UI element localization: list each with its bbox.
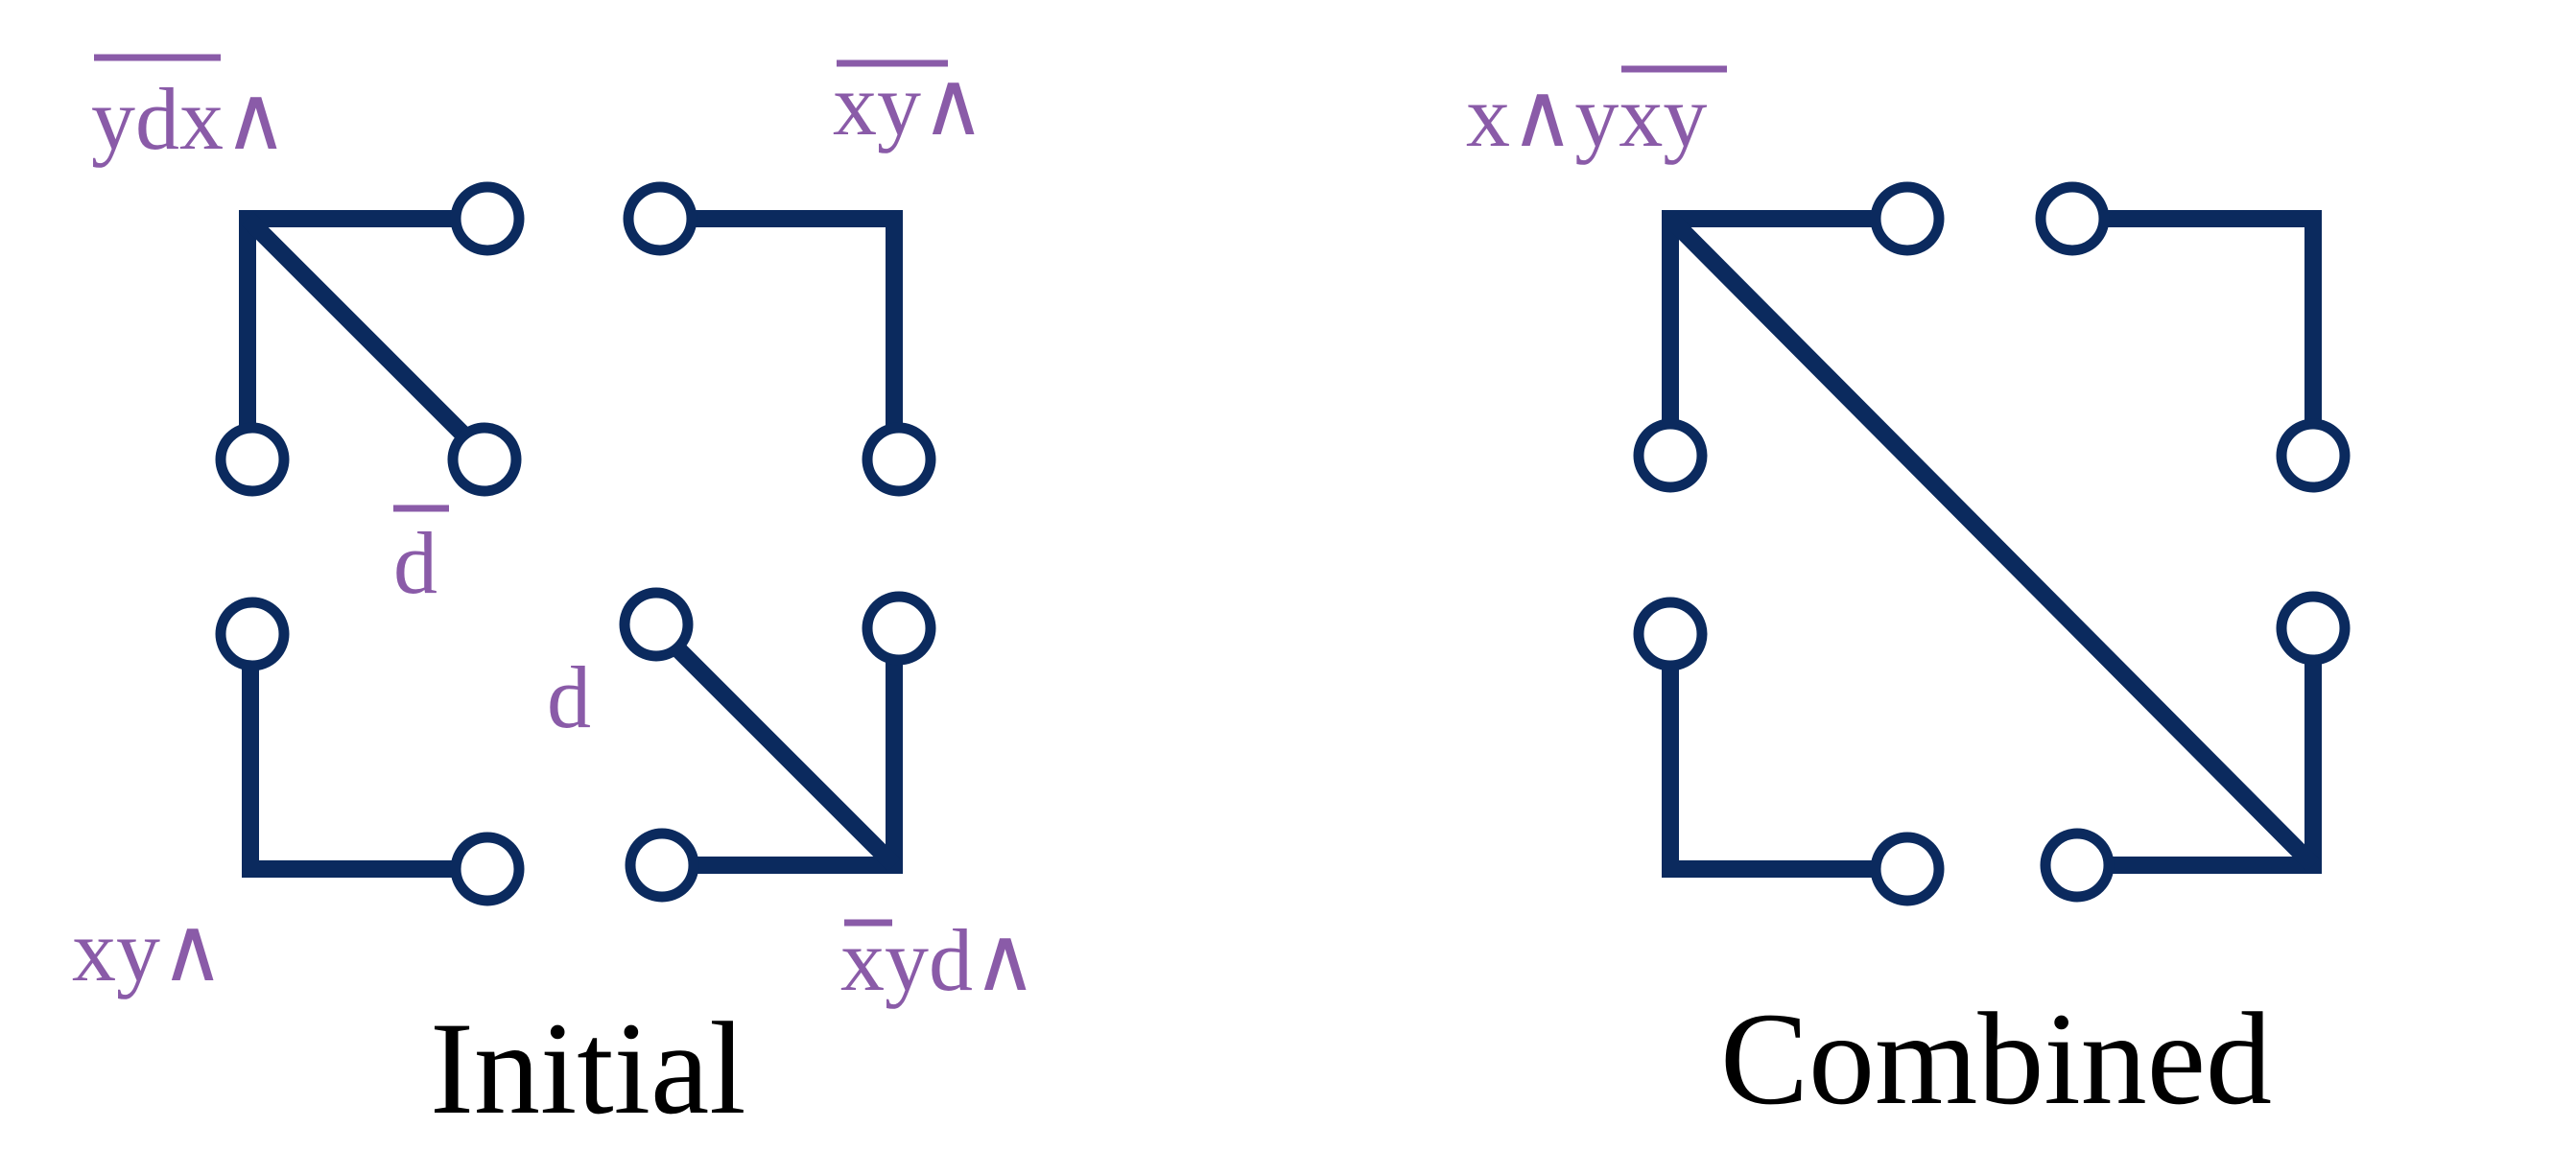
terminal	[215, 597, 290, 671]
label-combined-post: y	[1663, 67, 1707, 165]
tile-top-right	[623, 181, 936, 497]
terminal	[2035, 181, 2110, 256]
label-top-left-over: yd	[91, 70, 179, 168]
terminal	[2276, 591, 2351, 666]
initial-tiles	[215, 181, 936, 906]
label-bottom-right: xyd∧	[840, 911, 1037, 1009]
label-combined-pre: x∧	[1466, 67, 1574, 165]
terminal	[450, 832, 525, 906]
tile-bottom-right	[619, 587, 936, 903]
label-top-right: xy∧	[833, 56, 985, 153]
svg-text:ydx∧: ydx∧	[91, 70, 288, 168]
tile-top-left	[215, 181, 525, 497]
terminal	[1870, 832, 1945, 906]
caption-combined: Combined	[1720, 985, 2272, 1132]
label-top-right-rest: ∧	[921, 56, 985, 153]
label-d-bar: d	[393, 505, 449, 612]
terminal	[625, 828, 699, 903]
terminal	[215, 422, 290, 497]
wire-bottom-left	[242, 662, 459, 878]
label-d-bar-over: d	[393, 514, 437, 612]
tile-bottom-left	[215, 597, 525, 906]
label-combined-over: yx	[1574, 67, 1663, 165]
label-d: d	[547, 648, 591, 746]
wire-bottom-right-diagonal	[669, 640, 901, 872]
svg-text:x∧yxy: x∧yxy	[1466, 67, 1707, 165]
svg-text:d: d	[393, 514, 437, 612]
wire-combined-diagonal	[1664, 212, 2320, 872]
wire-combined-bottom-left	[1662, 662, 1879, 878]
terminal	[1633, 597, 1708, 671]
labels: ydx∧ xy∧ d d xy∧ xyd∧ x∧yxy	[72, 54, 1727, 1009]
label-top-left-rest: x∧	[179, 70, 288, 168]
label-bottom-left: xy∧	[72, 902, 225, 999]
terminal	[447, 422, 522, 497]
svg-text:xy∧: xy∧	[833, 56, 985, 153]
label-top-right-over: xy	[833, 56, 921, 153]
terminal	[2040, 828, 2115, 903]
wire-top-left-diagonal	[241, 212, 472, 443]
terminal	[1870, 181, 1945, 256]
label-top-left: ydx∧	[91, 54, 288, 168]
terminal	[623, 181, 697, 256]
wire-top-right	[689, 210, 903, 434]
terminal	[450, 181, 525, 256]
label-bottom-right-over: x	[840, 911, 885, 1009]
svg-text:xyd∧: xyd∧	[840, 911, 1037, 1009]
caption-initial: Initial	[430, 995, 746, 1141]
terminal	[1633, 418, 1708, 493]
terminal	[862, 422, 936, 497]
terminal	[2276, 418, 2351, 493]
terminal	[862, 591, 936, 666]
label-bottom-right-rest: yd∧	[885, 911, 1037, 1009]
combined-tile	[1633, 181, 2351, 906]
terminal	[619, 587, 694, 662]
label-combined-top: x∧yxy	[1466, 65, 1727, 165]
wire-combined-top-right	[2101, 210, 2322, 432]
